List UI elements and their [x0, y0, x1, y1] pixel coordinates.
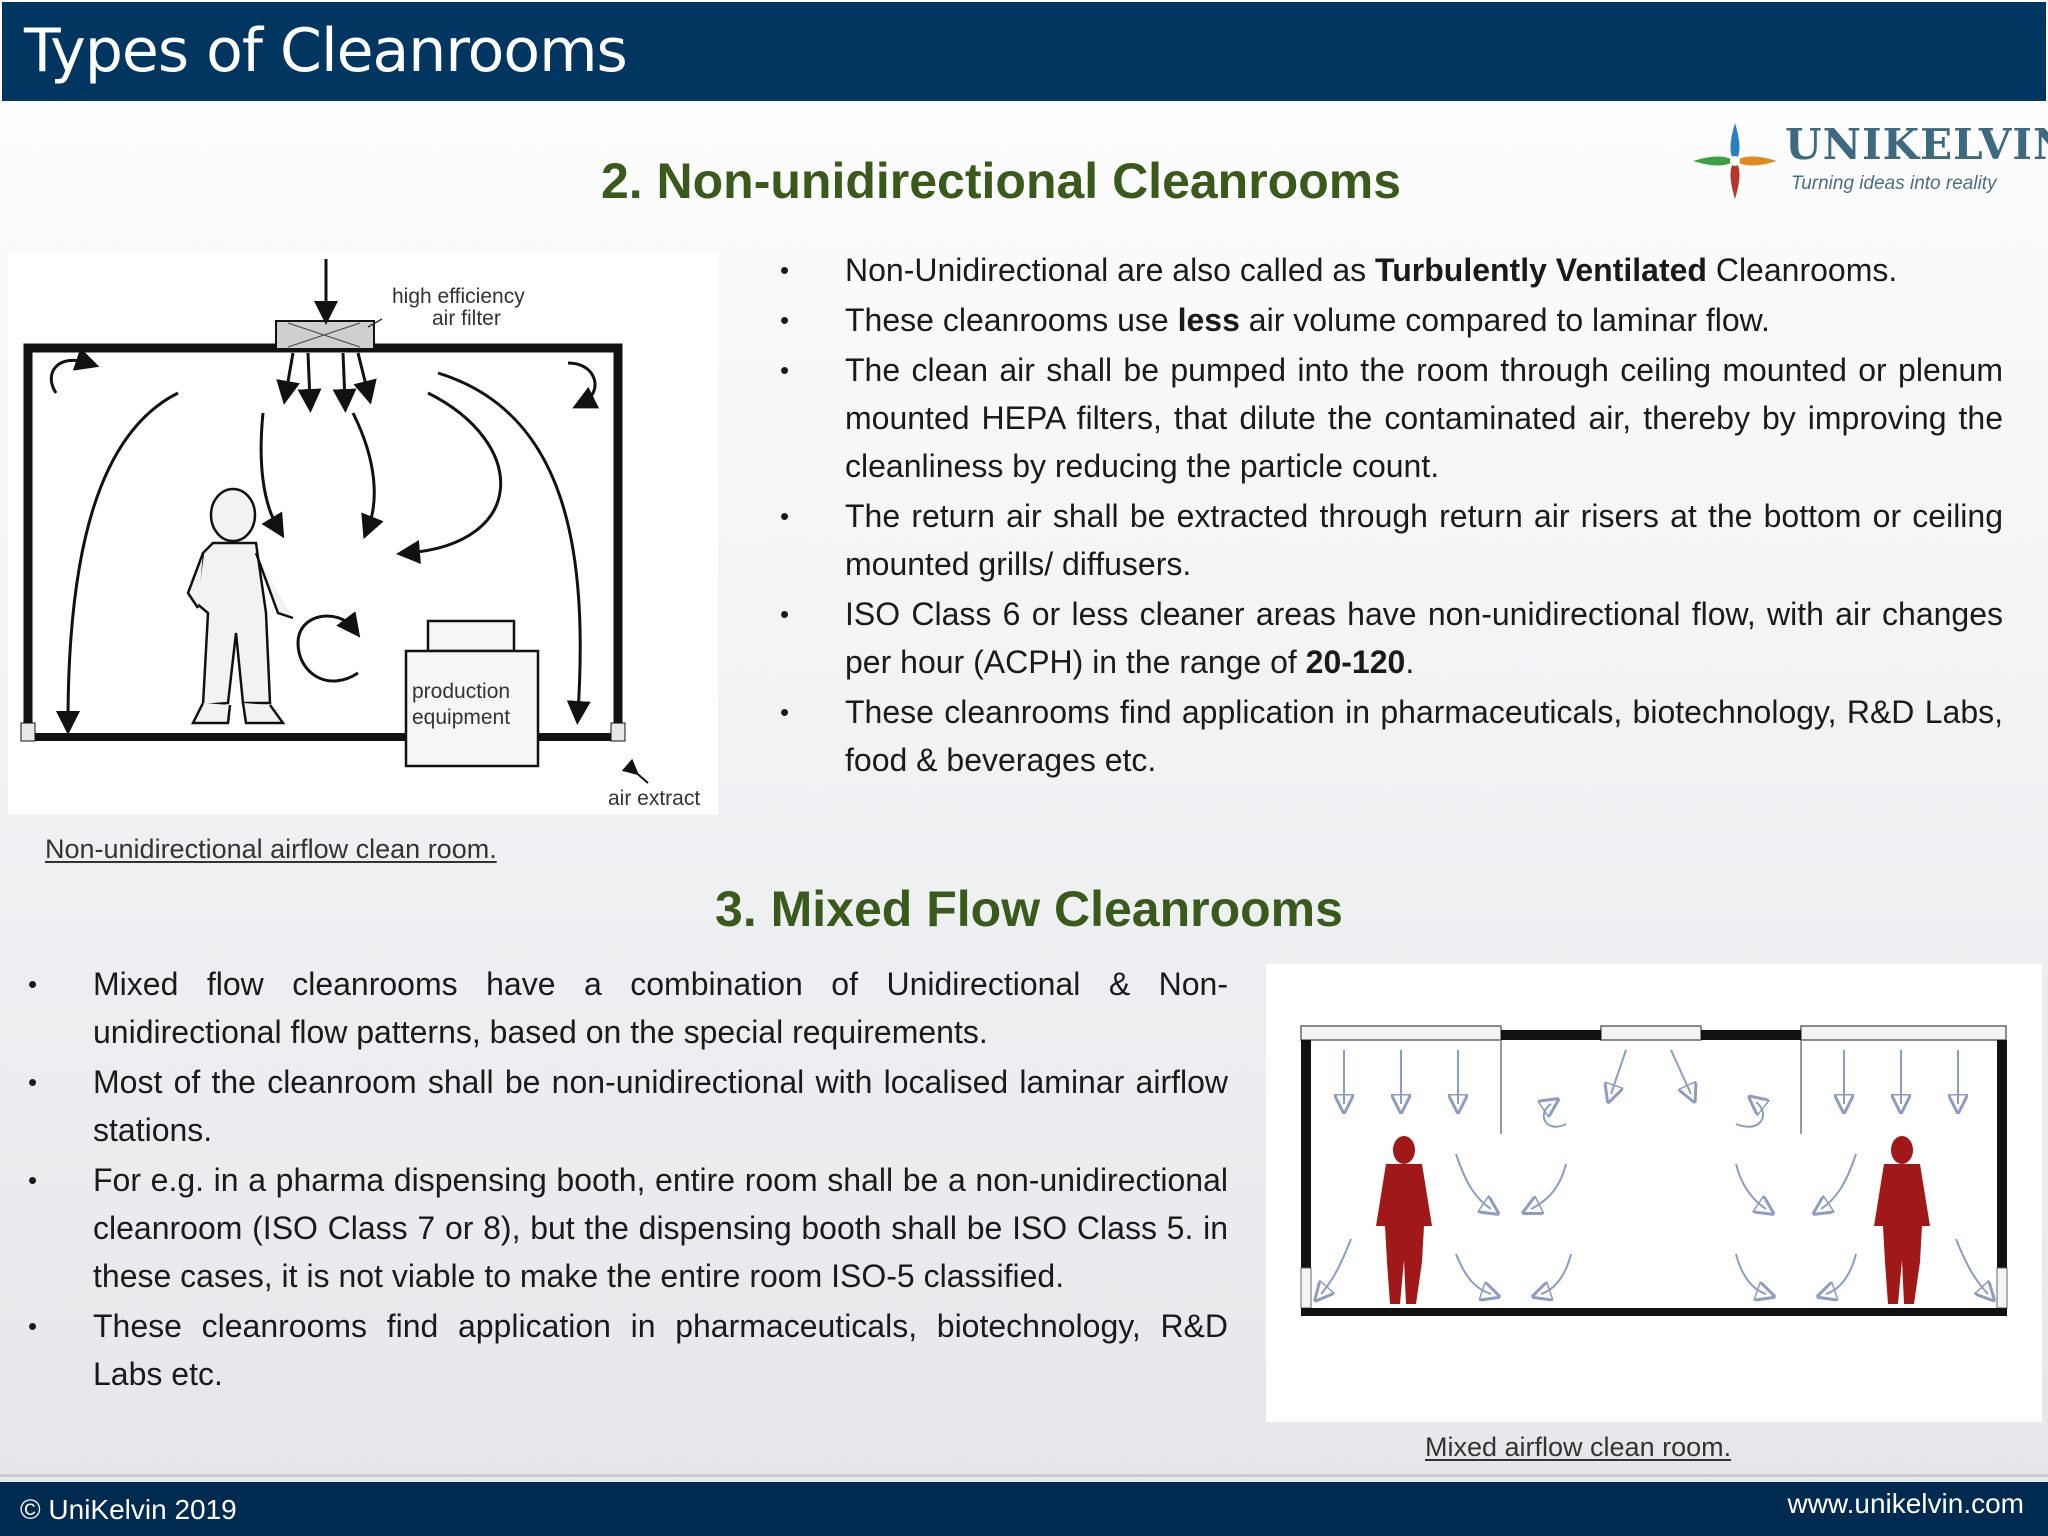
- label-equipment-2: equipment: [412, 706, 510, 729]
- person-icon: [1376, 1136, 1432, 1304]
- figure-non-unidirectional-airflow: high efficiency air filter: [8, 253, 718, 815]
- footer-copyright: © UniKelvin 2019: [20, 1494, 237, 1525]
- list-item: These cleanrooms find application in pha…: [780, 688, 2003, 784]
- list-item: For e.g. in a pharma dispensing booth, e…: [28, 1156, 1228, 1300]
- logo-brand-text: UNIKELVIN: [1785, 120, 2048, 169]
- list-item: The clean air shall be pumped into the r…: [780, 346, 2003, 490]
- label-filter-1: high efficiency: [392, 285, 525, 308]
- company-logo: UNIKELVIN Turning ideas into reality: [1685, 115, 2048, 207]
- list-item: These cleanrooms find application in pha…: [28, 1302, 1228, 1398]
- list-item: These cleanrooms use less air volume com…: [780, 296, 2003, 344]
- footer-website-link[interactable]: www.unikelvin.com: [1787, 1488, 2024, 1519]
- list-item: Non-Unidirectional are also called as Tu…: [780, 246, 2003, 294]
- figure-mixed-airflow: [1266, 964, 2042, 1422]
- label-filter-2: air filter: [432, 307, 501, 330]
- person-icon: [1874, 1136, 1930, 1304]
- heading-mixed-flow: 3. Mixed Flow Cleanrooms: [715, 881, 1343, 937]
- list-item: Mixed flow cleanrooms have a combination…: [28, 960, 1228, 1056]
- list-item: ISO Class 6 or less cleaner areas have n…: [780, 590, 2003, 686]
- list-item: Most of the cleanroom shall be non-unidi…: [28, 1058, 1228, 1154]
- logo-tagline: Turning ideas into reality: [1791, 173, 1997, 194]
- title-bar: Types of Cleanrooms: [2, 2, 2046, 101]
- footer-divider: [0, 1474, 2048, 1477]
- bullet-list-non-unidirectional: Non-Unidirectional are also called as Tu…: [780, 246, 2003, 786]
- footer-bar: © UniKelvin 2019 www.unikelvin.com: [0, 1482, 2048, 1536]
- figure-caption-non-unidirectional: Non-unidirectional airflow clean room.: [45, 834, 497, 864]
- slide-title: Types of Cleanrooms: [24, 16, 628, 86]
- logo-mark-icon: [1693, 123, 1777, 199]
- heading-non-unidirectional: 2. Non-unidirectional Cleanrooms: [600, 153, 1402, 209]
- label-air-extract: air extract: [608, 787, 700, 810]
- list-item: The return air shall be extracted throug…: [780, 492, 2003, 588]
- bullet-list-mixed-flow: Mixed flow cleanrooms have a combination…: [28, 960, 1228, 1400]
- label-equipment-1: production: [412, 680, 510, 703]
- figure-caption-mixed: Mixed airflow clean room.: [1425, 1432, 1732, 1462]
